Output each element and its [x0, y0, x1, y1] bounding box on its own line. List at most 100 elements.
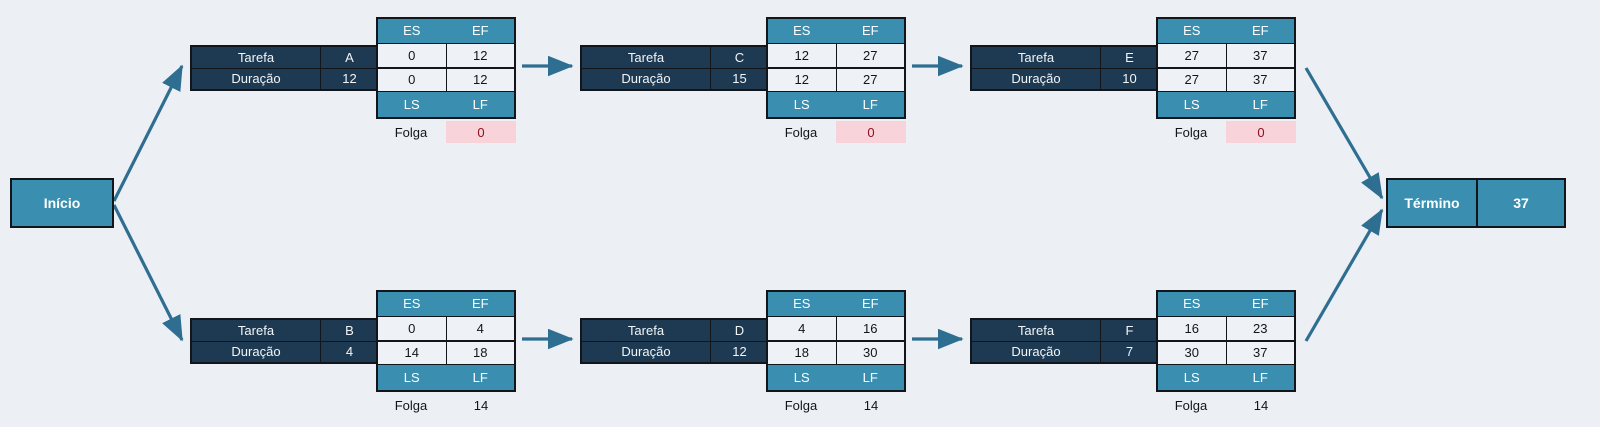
node-c-lf-value: 27: [835, 68, 905, 92]
node-e-ls-lf-footer: LS LF: [1158, 92, 1294, 118]
node-c-ls-value: 12: [794, 72, 809, 88]
node-d-ls-value: 18: [794, 345, 809, 361]
node-e-late-row: 27 37: [1158, 67, 1295, 93]
node-d-duration-caption: Duração: [582, 341, 710, 362]
node-d-slack-label: Folga: [784, 397, 818, 413]
node-f-es-label: ES: [1183, 296, 1201, 312]
node-f-task-caption: Tarefa: [972, 320, 1100, 341]
node-d-ls-label: LS: [793, 370, 810, 386]
node-c-slack-row: Folga 0: [766, 121, 906, 143]
node-b-ef-label: EF: [445, 292, 515, 316]
node-f-slack-row: Folga 14: [1156, 394, 1296, 416]
node-b-es-value: 0: [408, 320, 416, 336]
node-c-left-block: Tarefa C Duração 15: [580, 45, 770, 91]
node-a-slack-row: Folga 0: [376, 121, 516, 143]
node-f-left-block: Tarefa F Duração 7: [970, 318, 1160, 364]
node-d-es-label: ES: [793, 296, 811, 312]
node-c-duration-value: 15: [710, 68, 768, 89]
node-a-early-row: 0 12: [378, 42, 514, 68]
node-a-left-block: Tarefa A Duração 12: [190, 45, 380, 91]
node-e-left-block: Tarefa E Duração 10: [970, 45, 1160, 91]
node-b-ls-value: 14: [404, 345, 419, 361]
end-node-value: 37: [1475, 180, 1564, 226]
node-d-duration-row: Duração 12: [582, 340, 768, 362]
node-a-ef-label: EF: [445, 19, 515, 43]
node-f-es-ef-header: ES EF: [1158, 292, 1294, 316]
node-c-es-ef-header: ES EF: [768, 19, 904, 43]
edge-f-termino: [1304, 208, 1384, 342]
node-f-ls-lf-footer: LS LF: [1158, 365, 1294, 391]
node-e-duration-row: Duração 10: [972, 67, 1158, 89]
node-f-task-row: Tarefa F: [972, 320, 1158, 341]
edge-inicio-b: [112, 204, 184, 342]
node-d-ef-label: EF: [835, 292, 905, 316]
node-e-task-value: E: [1100, 47, 1158, 68]
node-d-duration-value: 12: [710, 341, 768, 362]
node-a-right-block: ES EF 0 12 0 12 LS LF: [376, 17, 516, 119]
activity-node-a[interactable]: Tarefa A Duração 12 ES EF 0 12 0 12 LS: [190, 17, 524, 145]
node-e-lf-value: 37: [1225, 68, 1295, 92]
node-a-es-value: 0: [408, 47, 416, 63]
node-a-duration-value: 12: [320, 68, 378, 89]
activity-node-b[interactable]: Tarefa B Duração 4 ES EF 0 4 14 18 LS: [190, 290, 524, 418]
node-b-es-label: ES: [403, 296, 421, 312]
node-c-duration-row: Duração 15: [582, 67, 768, 89]
node-e-duration-value: 10: [1100, 68, 1158, 89]
node-b-ls-label: LS: [403, 370, 420, 386]
node-d-task-caption: Tarefa: [582, 320, 710, 341]
node-b-slack-label: Folga: [394, 397, 428, 413]
node-b-early-row: 0 4: [378, 315, 514, 341]
node-b-duration-caption: Duração: [192, 341, 320, 362]
node-c-late-row: 12 27: [768, 67, 905, 93]
node-f-duration-value: 7: [1100, 341, 1158, 362]
node-f-duration-caption: Duração: [972, 341, 1100, 362]
node-f-es-value: 16: [1184, 320, 1199, 336]
node-f-ls-value: 30: [1184, 345, 1199, 361]
node-d-slack-value: 14: [863, 397, 879, 413]
node-b-left-block: Tarefa B Duração 4: [190, 318, 380, 364]
node-a-ls-lf-footer: LS LF: [378, 92, 515, 118]
node-d-task-value: D: [710, 320, 768, 341]
node-f-duration-row: Duração 7: [972, 340, 1158, 362]
node-f-slack-label: Folga: [1174, 397, 1208, 413]
node-e-ef-value: 37: [1225, 43, 1295, 67]
node-a-slack-label: Folga: [394, 124, 428, 140]
node-d-slack-row: Folga 14: [766, 394, 906, 416]
node-a-task-caption: Tarefa: [192, 47, 320, 68]
node-b-slack-row: Folga 14: [376, 394, 516, 416]
node-f-task-value: F: [1100, 320, 1158, 341]
node-c-early-row: 12 27: [768, 42, 905, 68]
node-d-left-block: Tarefa D Duração 12: [580, 318, 770, 364]
end-node[interactable]: Término 37: [1386, 178, 1566, 228]
activity-node-c[interactable]: Tarefa C Duração 15 ES EF 12 27 12 27 LS: [580, 17, 914, 145]
node-c-task-caption: Tarefa: [582, 47, 710, 68]
node-d-ls-lf-footer: LS LF: [768, 365, 904, 391]
node-b-duration-row: Duração 4: [192, 340, 378, 362]
node-e-ef-label: EF: [1225, 19, 1295, 43]
node-b-ls-lf-footer: LS LF: [378, 365, 515, 391]
node-a-lf-label: LF: [445, 92, 515, 118]
activity-node-f[interactable]: Tarefa F Duração 7 ES EF 16 23 30 37 LS: [970, 290, 1304, 418]
node-d-late-row: 18 30: [768, 340, 904, 366]
node-e-task-caption: Tarefa: [972, 47, 1100, 68]
node-a-es-ef-header: ES EF: [378, 19, 514, 43]
node-e-ls-value: 27: [1184, 72, 1199, 88]
node-f-right-block: ES EF 16 23 30 37 LS LF: [1156, 290, 1296, 392]
node-a-ls-value: 0: [408, 72, 416, 88]
activity-node-e[interactable]: Tarefa E Duração 10 ES EF 27 37 27 37 LS: [970, 17, 1304, 145]
node-a-duration-caption: Duração: [192, 68, 320, 89]
node-c-ef-value: 27: [835, 43, 905, 67]
node-a-task-row: Tarefa A: [192, 47, 378, 68]
node-c-lf-label: LF: [835, 92, 905, 118]
node-d-ef-value: 16: [835, 316, 905, 340]
node-b-task-value: B: [320, 320, 378, 341]
node-a-late-row: 0 12: [378, 67, 514, 93]
node-c-duration-caption: Duração: [582, 68, 710, 89]
node-b-task-caption: Tarefa: [192, 320, 320, 341]
node-b-late-row: 14 18: [378, 340, 514, 366]
start-node[interactable]: Início: [10, 178, 114, 228]
node-b-lf-label: LF: [445, 365, 515, 391]
node-e-duration-caption: Duração: [972, 68, 1100, 89]
node-c-es-label: ES: [793, 23, 811, 39]
activity-node-d[interactable]: Tarefa D Duração 12 ES EF 4 16 18 30 LS: [580, 290, 914, 418]
